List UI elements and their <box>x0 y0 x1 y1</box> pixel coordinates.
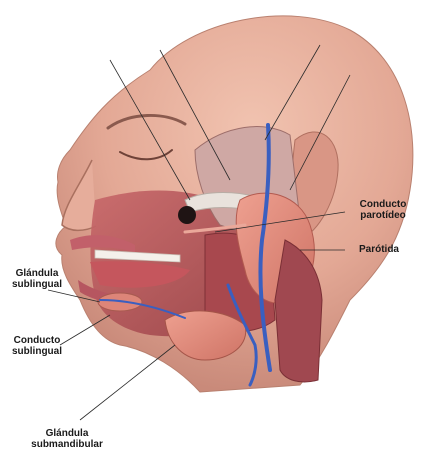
label-line: Parótida <box>348 244 410 255</box>
label-parotida: Parótida <box>348 244 410 255</box>
cavity <box>178 206 196 224</box>
label-glandula-sublingual: Glándula sublingual <box>6 268 68 290</box>
label-line: sublingual <box>6 279 68 290</box>
label-line: Glándula <box>22 428 112 439</box>
label-conducto-sublingual: Conducto sublingual <box>6 335 68 357</box>
leader-submandibular-gland <box>80 345 175 420</box>
label-line: submandibular <box>22 439 112 450</box>
label-line: Conducto <box>6 335 68 346</box>
label-glandula-submandibular: Glándula submandibular <box>22 428 112 450</box>
label-line: Conducto <box>348 199 418 210</box>
label-line: Glándula <box>6 268 68 279</box>
label-line: sublingual <box>6 346 68 357</box>
label-line: parotídeo <box>348 210 418 221</box>
label-conducto-parotideo: Conducto parotídeo <box>348 199 418 221</box>
